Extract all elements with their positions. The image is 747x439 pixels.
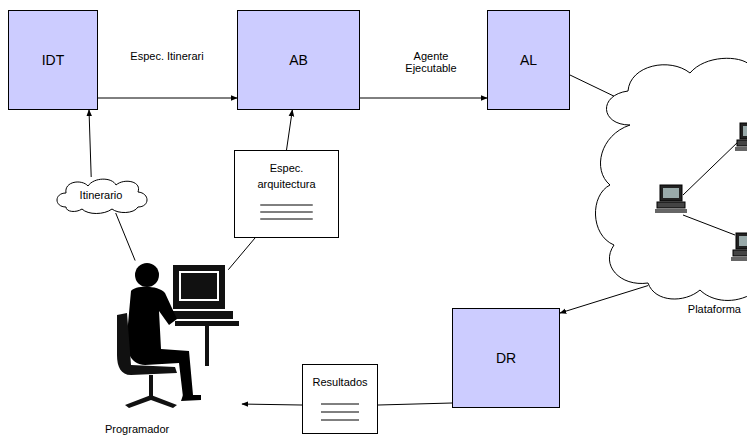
node-label: Plataforma — [688, 303, 741, 315]
connector-arrow — [116, 213, 135, 261]
results-document: Resultados — [302, 364, 378, 434]
node-label: IDT — [42, 52, 65, 68]
node-label: DR — [496, 350, 516, 366]
edge-label: Agente Ejecutable — [398, 50, 464, 74]
node-label: Itinerario — [80, 189, 123, 201]
node-label: Resultados — [304, 374, 376, 390]
node-label: Espec. arquitectura — [247, 160, 327, 192]
itinerary-cloud: Itinerario — [52, 177, 150, 213]
process-box: IDT — [8, 10, 98, 110]
process-box: AL — [487, 10, 570, 110]
edge-label: Espec. Itinerari — [125, 50, 209, 62]
spec-document: Espec. arquitectura — [234, 150, 339, 238]
document-shape — [302, 364, 378, 434]
connector-arrow — [228, 238, 255, 270]
node-label: Programador — [105, 423, 169, 435]
node-label: AB — [289, 52, 308, 68]
connector-arrow — [89, 110, 91, 177]
process-box: AB — [237, 10, 360, 110]
connector-arrow — [560, 286, 648, 313]
platform-cloud: Plataforma — [590, 55, 747, 320]
node-label: AL — [520, 52, 537, 68]
programmer-figure: Programador — [105, 255, 242, 439]
connector-arrow — [287, 110, 293, 150]
connector-arrow — [378, 403, 452, 405]
connector-arrow — [360, 98, 487, 99]
platform-cloud-outline — [590, 55, 747, 320]
process-box: DR — [452, 308, 560, 408]
programmer-illustration — [105, 255, 242, 439]
connector-arrow — [98, 98, 237, 99]
connector-arrow — [242, 404, 302, 406]
